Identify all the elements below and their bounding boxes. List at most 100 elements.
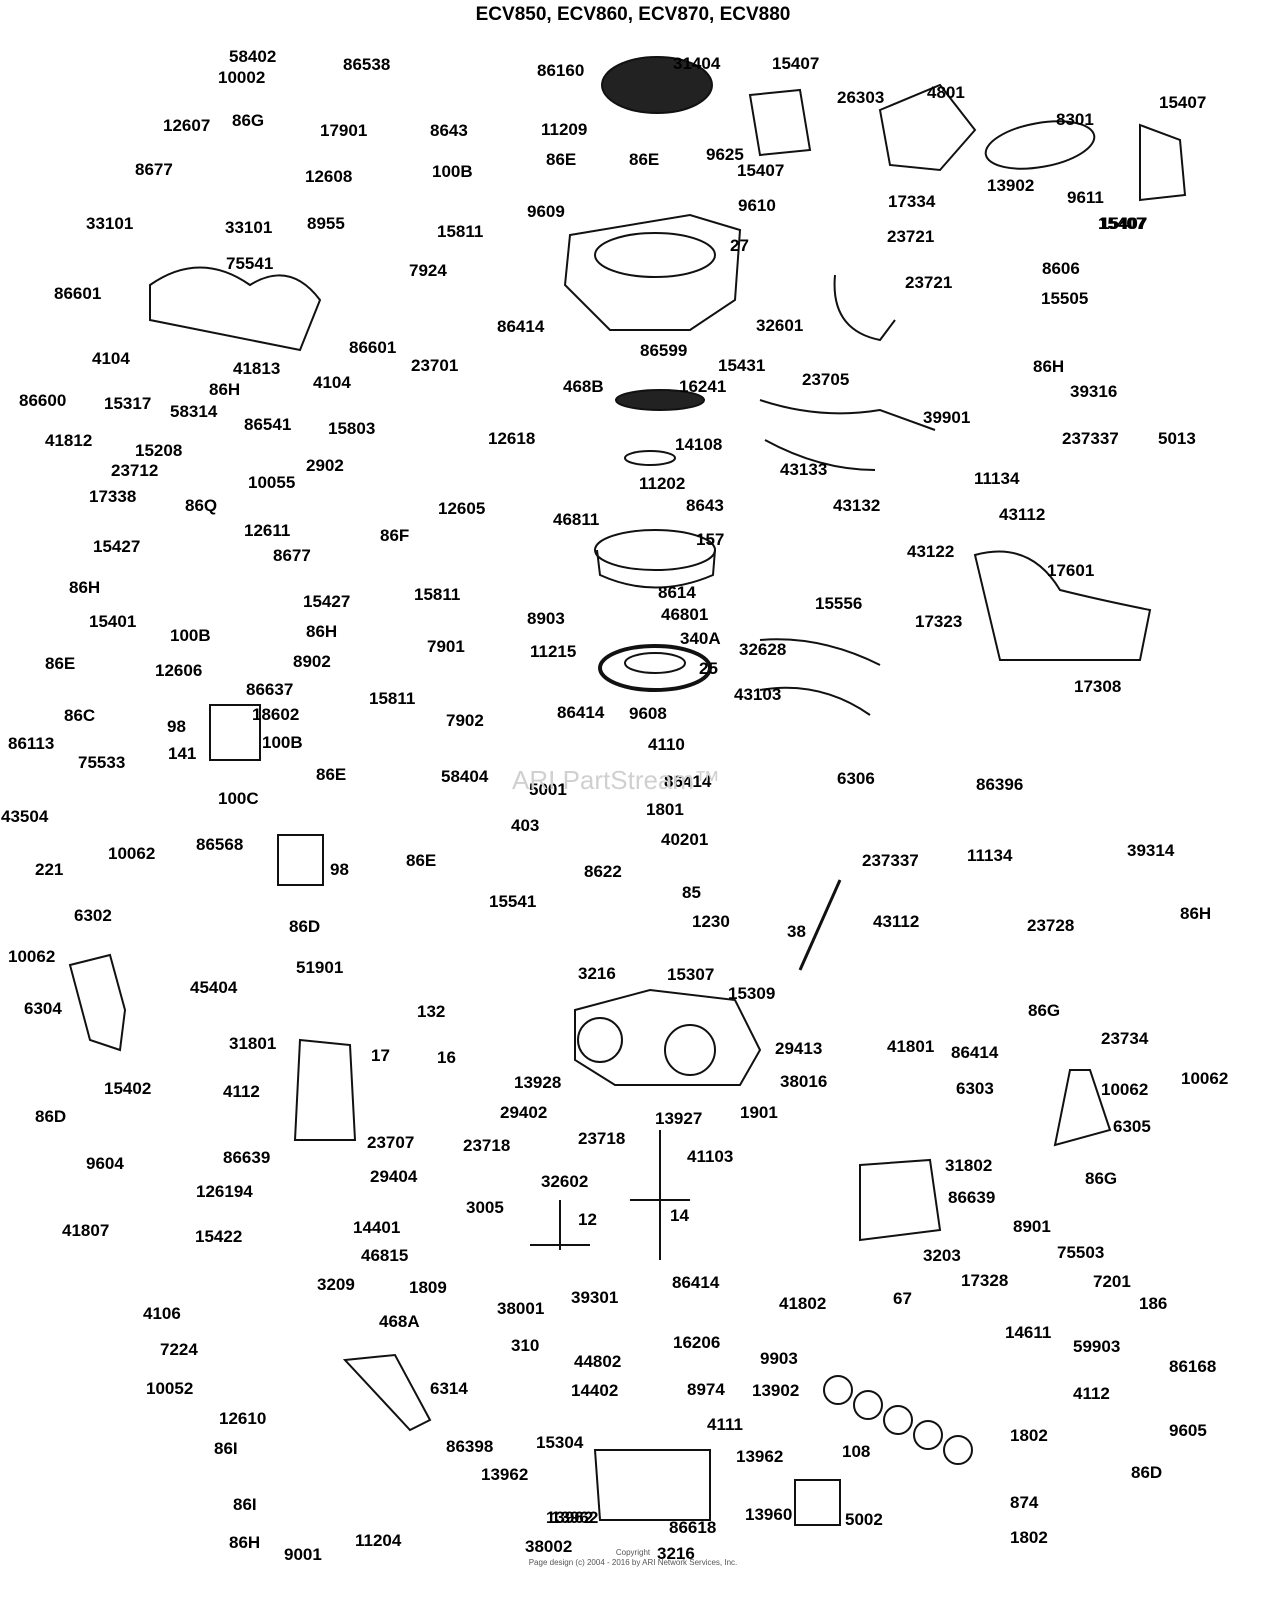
part-callout: 86618 bbox=[669, 1518, 717, 1537]
part-callout: 43133 bbox=[780, 460, 828, 479]
part-callout: 45404 bbox=[190, 978, 238, 997]
part-callout: 86639 bbox=[948, 1188, 996, 1207]
part-callout: 12607 bbox=[163, 116, 211, 135]
part-callout: 86D bbox=[289, 917, 321, 936]
part-callout: 12 bbox=[578, 1210, 597, 1229]
part-callout: 10062 bbox=[1181, 1069, 1229, 1088]
part-callout: 14 bbox=[670, 1206, 689, 1225]
part-callout: 32602 bbox=[541, 1172, 589, 1191]
part-callout: 17338 bbox=[89, 487, 137, 506]
part-callout: 86F bbox=[380, 526, 410, 545]
part-callout: 13960 bbox=[745, 1505, 793, 1524]
part-callout: 86639 bbox=[223, 1148, 271, 1167]
part-callout: 10055 bbox=[248, 473, 296, 492]
part-callout: 237337 bbox=[1062, 429, 1119, 448]
part-callout: 12605 bbox=[438, 499, 486, 518]
part-callout: 7224 bbox=[160, 1340, 198, 1359]
part-callout: 29404 bbox=[370, 1167, 418, 1186]
part-callout: 29402 bbox=[500, 1103, 548, 1122]
part-callout: 10062 bbox=[8, 947, 56, 966]
part-callout: 43122 bbox=[907, 542, 955, 561]
part-callout: 86414 bbox=[672, 1273, 720, 1292]
part-callout: 8902 bbox=[293, 652, 331, 671]
part-callout: 17334 bbox=[888, 192, 936, 211]
part-callout: 11134 bbox=[974, 469, 1020, 488]
part-callout: 46801 bbox=[661, 605, 709, 624]
part-callout: 1230 bbox=[692, 912, 730, 931]
part-callout: 8677 bbox=[135, 160, 173, 179]
part-callout: 1802 bbox=[1010, 1528, 1048, 1547]
part-callout: 31404 bbox=[673, 54, 721, 73]
part-callout: 86H bbox=[1180, 904, 1212, 923]
part-callout: 15407 bbox=[772, 54, 820, 73]
part-callout: 4104 bbox=[313, 373, 351, 392]
part-callout: 14108 bbox=[675, 435, 723, 454]
part-callout: 9610 bbox=[738, 196, 776, 215]
part-callout: 58314 bbox=[170, 402, 218, 421]
part-callout: 13962 bbox=[736, 1447, 784, 1466]
part-callout: 41802 bbox=[779, 1294, 827, 1313]
copyright-line: Copyright bbox=[615, 1548, 651, 1557]
part-callout: 8301 bbox=[1056, 110, 1094, 129]
part-callout: 41812 bbox=[45, 431, 93, 450]
part-callout: 10002 bbox=[218, 68, 266, 87]
part-callout: 468A bbox=[379, 1312, 420, 1331]
part-callout: 86396 bbox=[976, 775, 1024, 794]
part-callout: 23718 bbox=[578, 1129, 626, 1148]
part-callout: 29413 bbox=[775, 1039, 823, 1058]
part-callout: 38016 bbox=[780, 1072, 828, 1091]
part-callout: 11215 bbox=[530, 642, 577, 661]
part-callout: 86Q bbox=[185, 496, 218, 515]
part-callout: 9604 bbox=[86, 1154, 124, 1173]
part-callout: 8677 bbox=[273, 546, 311, 565]
part-callout: 46811 bbox=[553, 510, 600, 529]
part-callout: 9625 bbox=[706, 145, 744, 164]
part-callout: 14401 bbox=[353, 1218, 401, 1237]
part-callout: 237337 bbox=[862, 851, 919, 870]
part-callout: 43103 bbox=[734, 685, 782, 704]
part-callout: 23728 bbox=[1027, 916, 1075, 935]
part-callout: 3209 bbox=[317, 1275, 355, 1294]
diagram-title: ECV850, ECV860, ECV870, ECV880 bbox=[475, 4, 791, 25]
part-callout: 8901 bbox=[1013, 1217, 1051, 1236]
part-callout: 23705 bbox=[802, 370, 850, 389]
part-callout: 7901 bbox=[427, 637, 465, 656]
part-callout: 15803 bbox=[328, 419, 376, 438]
part-callout: 98 bbox=[167, 717, 186, 736]
part-callout: 67 bbox=[893, 1289, 912, 1308]
part-callout: 58402 bbox=[229, 47, 277, 66]
part-callout: 41801 bbox=[887, 1037, 935, 1056]
part-callout: 23734 bbox=[1101, 1029, 1149, 1048]
part-callout: 86H bbox=[1033, 357, 1065, 376]
part-callout: 86G bbox=[232, 111, 265, 130]
part-callout: 43112 bbox=[873, 912, 920, 931]
part-callout: 16241 bbox=[679, 377, 727, 396]
part-callout: 15427 bbox=[93, 537, 141, 556]
part-callout: 13962 bbox=[551, 1508, 599, 1527]
part-callout: 86D bbox=[35, 1107, 67, 1126]
part-callout: 86I bbox=[233, 1495, 257, 1514]
part-callout: 15307 bbox=[667, 965, 715, 984]
part-callout: 86398 bbox=[446, 1437, 494, 1456]
part-callout: 12611 bbox=[244, 521, 291, 540]
part-callout: 15431 bbox=[718, 356, 766, 375]
part-callout: 310 bbox=[511, 1336, 540, 1355]
part-callout: 12618 bbox=[488, 429, 536, 448]
part-callout: 40201 bbox=[661, 830, 709, 849]
part-callout: 6305 bbox=[1113, 1117, 1151, 1136]
part-callout: 9903 bbox=[760, 1349, 798, 1368]
part-callout: 8955 bbox=[307, 214, 345, 233]
part-callout: 157 bbox=[696, 530, 725, 549]
part-callout: 86414 bbox=[557, 703, 605, 722]
part-callout: 17601 bbox=[1047, 561, 1095, 580]
part-callout: 38 bbox=[787, 922, 806, 941]
part-callout: 100C bbox=[218, 789, 259, 808]
part-callout: 86C bbox=[64, 706, 96, 725]
part-callout: 15407 bbox=[1098, 214, 1146, 233]
part-callout: 14611 bbox=[1005, 1323, 1052, 1342]
part-callout: 100B bbox=[432, 162, 473, 181]
part-callout: 17328 bbox=[961, 1271, 1009, 1290]
part-callout: 14402 bbox=[571, 1381, 619, 1400]
part-callout: 33101 bbox=[225, 218, 273, 237]
part-callout: 32601 bbox=[756, 316, 804, 335]
